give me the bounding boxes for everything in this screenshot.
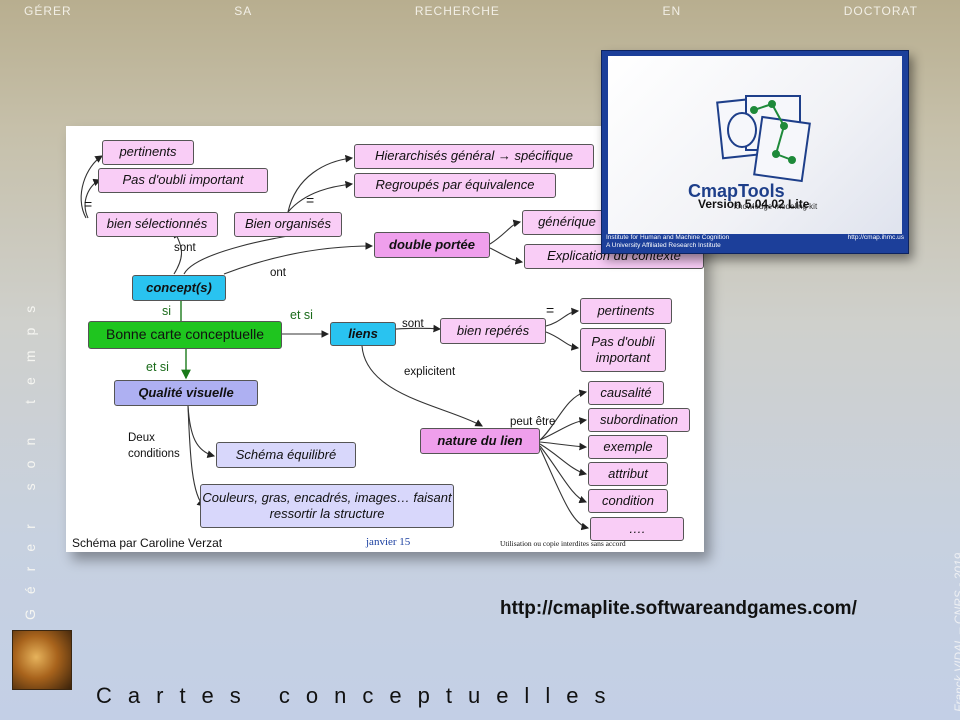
node-regroupes: Regroupés par équivalence bbox=[354, 173, 556, 198]
node-exemple: exemple bbox=[588, 435, 668, 459]
header-word: DOCTORAT bbox=[843, 4, 918, 18]
splash-tagline: knowledge modeling kit bbox=[734, 202, 818, 211]
node-liens: liens bbox=[330, 322, 396, 346]
equals-sign: = bbox=[84, 196, 93, 212]
map-date: janvier 15 bbox=[366, 536, 411, 548]
splash-institute-line2: A University Affiliated Research Institu… bbox=[606, 241, 721, 249]
clock-icon bbox=[12, 630, 72, 690]
header-word: GÉRER bbox=[24, 4, 72, 18]
link-label-explicitent: explicitent bbox=[404, 366, 456, 378]
node-pertinents: pertinents bbox=[102, 140, 194, 165]
node-generique: générique bbox=[522, 210, 612, 235]
node-attribut: attribut bbox=[588, 462, 668, 486]
node-qualite-visuelle: Qualité visuelle bbox=[114, 380, 258, 406]
header-word: EN bbox=[662, 4, 682, 18]
link-label-sont-2: sont bbox=[402, 318, 424, 330]
concept-map-image: pertinents Pas d'oubli important bien sé… bbox=[66, 126, 704, 552]
equals-sign: = bbox=[306, 192, 315, 208]
link-label-et-si-2: et si bbox=[146, 360, 169, 374]
splash-version: Version 5.04.02 Lite bbox=[698, 197, 810, 211]
link-label-peut-etre: peut être bbox=[510, 416, 556, 428]
node-bien-selectionnes: bien sélectionnés bbox=[96, 212, 218, 237]
concept-map-links bbox=[80, 154, 590, 531]
node-nature-du-lien: nature du lien bbox=[420, 428, 540, 454]
node-couleurs-gras: Couleurs, gras, encadrés, images… faisan… bbox=[200, 484, 454, 528]
node-subordination: subordination bbox=[588, 408, 690, 432]
node-hierarchises: Hierarchisés général → spécifique bbox=[354, 144, 594, 169]
equals-sign: = bbox=[546, 302, 555, 318]
map-copyright: Utilisation ou copie interdites sans acc… bbox=[500, 539, 626, 548]
header-word: SA bbox=[234, 4, 253, 18]
link-label-ont: ont bbox=[270, 267, 286, 279]
splash-institute: Institute for Human and Machine Cognitio… bbox=[606, 234, 729, 250]
map-credit: Schéma par Caroline Verzat bbox=[72, 536, 223, 550]
splash-panel: CmapTools knowledge modeling kit bbox=[608, 56, 902, 234]
node-double-portee: double portée bbox=[374, 232, 490, 258]
side-vertical-text: Gérer son temps bbox=[22, 290, 38, 620]
node-concepts: concept(s) bbox=[132, 275, 226, 301]
author-credit: Franck VIDAL – CNRS - 2019 bbox=[952, 552, 960, 712]
node-causalite: causalité bbox=[588, 381, 664, 405]
header-word: RECHERCHE bbox=[414, 4, 500, 18]
link-label-deux-conditions: Deux conditions bbox=[128, 432, 180, 461]
link-label-et-si: et si bbox=[290, 308, 313, 322]
node-condition: condition bbox=[588, 489, 668, 513]
link-label-sont: sont bbox=[174, 242, 196, 254]
slide-header: GÉRER SA RECHERCHE EN DOCTORAT bbox=[0, 4, 960, 18]
splash-site-url: http://cmap.ihmc.us bbox=[847, 234, 904, 241]
splash-institute-line1: Institute for Human and Machine Cognitio… bbox=[606, 234, 730, 241]
cmaptools-logo-icon bbox=[716, 95, 811, 183]
node-bien-reperes: bien repérés bbox=[440, 318, 546, 344]
node-pas-oubli-important: Pas d'oubli important bbox=[98, 168, 268, 193]
node-etc: …. bbox=[590, 517, 684, 541]
node-pas-oubli-important-2: Pas d'oubli important bbox=[580, 328, 666, 372]
node-bonne-carte-conceptuelle: Bonne carte conceptuelle bbox=[88, 321, 282, 349]
cmaplite-url[interactable]: http://cmaplite.softwareandgames.com/ bbox=[500, 598, 857, 619]
slide-title: Cartes conceptuelles bbox=[96, 683, 622, 708]
link-label-si: si bbox=[162, 304, 172, 318]
node-schema-equilibre: Schéma équilibré bbox=[216, 442, 356, 468]
splash-logo-text: CmapTools bbox=[688, 181, 785, 201]
node-bien-organises: Bien organisés bbox=[234, 212, 342, 237]
cmaptools-splash: CmapTools knowledge modeling kit Version… bbox=[601, 50, 909, 254]
node-pertinents-2: pertinents bbox=[580, 298, 672, 324]
